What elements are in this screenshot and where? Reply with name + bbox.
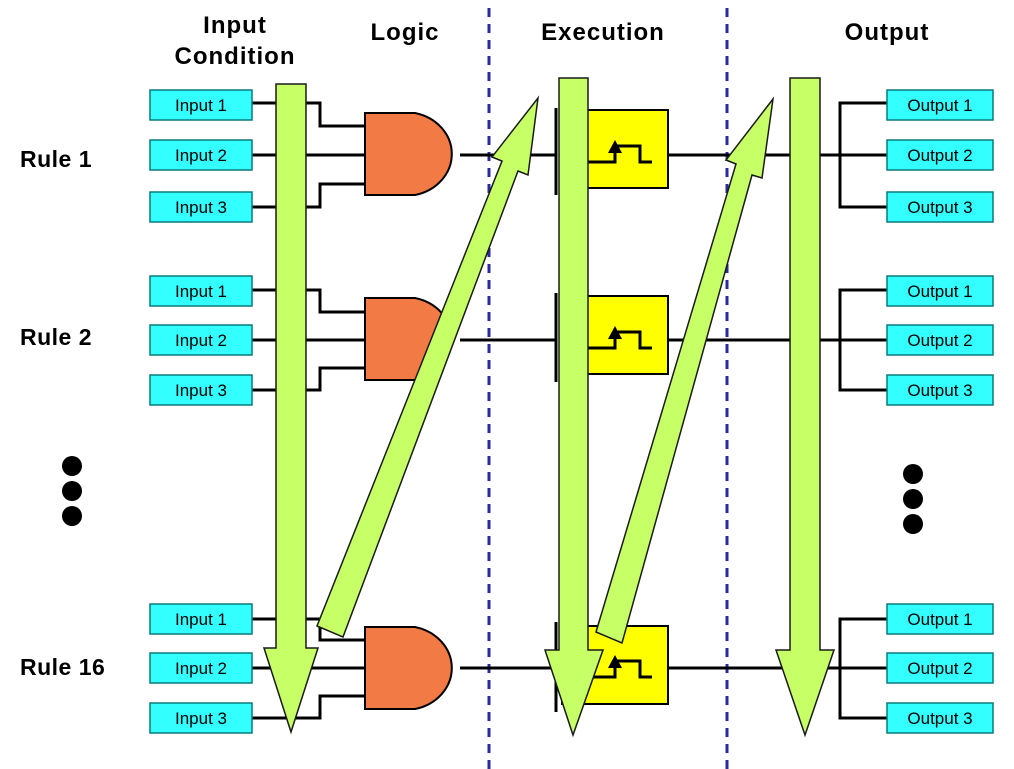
header-logic: Logic: [371, 19, 440, 46]
flow-arrow-icon: [595, 96, 775, 645]
input-label: Input 3: [175, 381, 227, 400]
input-label: Input 1: [175, 282, 227, 301]
header-execution: Execution: [541, 19, 665, 46]
output-label: Output 2: [907, 659, 972, 678]
output-box: Output 2: [886, 324, 994, 356]
input-box: Input 1: [149, 603, 253, 635]
rule-label-2: Rule 2: [20, 324, 92, 350]
output-box: Output 3: [886, 374, 994, 406]
input-label: Input 3: [175, 709, 227, 728]
output-label: Output 1: [907, 610, 972, 629]
header-input-line1: Input: [203, 12, 267, 39]
input-label: Input 2: [175, 659, 227, 678]
output-label: Output 2: [907, 331, 972, 350]
input-label: Input 1: [175, 96, 227, 115]
output-label: Output 3: [907, 381, 972, 400]
flow-arrow-icon: [543, 77, 605, 738]
rule-label-1: Rule 1: [20, 146, 92, 172]
vertical-ellipsis-icon: [903, 464, 923, 534]
and-gate-icon: [364, 626, 453, 710]
input-box: Input 2: [149, 324, 253, 356]
output-label: Output 2: [907, 146, 972, 165]
flow-arrow-icon: [774, 77, 836, 738]
header-input-line2: Condition: [175, 43, 296, 70]
input-box: Input 2: [149, 139, 253, 171]
input-box: Input 1: [149, 89, 253, 121]
input-label: Input 2: [175, 331, 227, 350]
output-box: Output 3: [886, 702, 994, 734]
input-box: Input 1: [149, 275, 253, 307]
input-box: Input 3: [149, 702, 253, 734]
output-box: Output 2: [886, 139, 994, 171]
output-box: Output 1: [886, 89, 994, 121]
input-box: Input 3: [149, 191, 253, 223]
output-label: Output 3: [907, 198, 972, 217]
output-label: Output 1: [907, 282, 972, 301]
output-box: Output 2: [886, 652, 994, 684]
header-output: Output: [845, 19, 930, 46]
rule-label-16: Rule 16: [20, 654, 105, 680]
output-box: Output 1: [886, 275, 994, 307]
rule-row-2: Input 1 Input 2 Input 3 Output 1 Output …: [149, 275, 994, 406]
input-box: Input 3: [149, 374, 253, 406]
vertical-ellipsis-icon: [62, 456, 82, 526]
output-label: Output 1: [907, 96, 972, 115]
and-gate-icon: [364, 112, 453, 196]
flow-arrow-icon: [316, 95, 540, 638]
flow-arrow-icon: [262, 83, 320, 735]
input-label: Input 2: [175, 146, 227, 165]
rule-row-1: Input 1 Input 2 Input 3 Output 1 Output …: [149, 89, 994, 223]
output-box: Output 3: [886, 191, 994, 223]
output-label: Output 3: [907, 709, 972, 728]
output-box: Output 1: [886, 603, 994, 635]
input-label: Input 3: [175, 198, 227, 217]
input-label: Input 1: [175, 610, 227, 629]
input-box: Input 2: [149, 652, 253, 684]
